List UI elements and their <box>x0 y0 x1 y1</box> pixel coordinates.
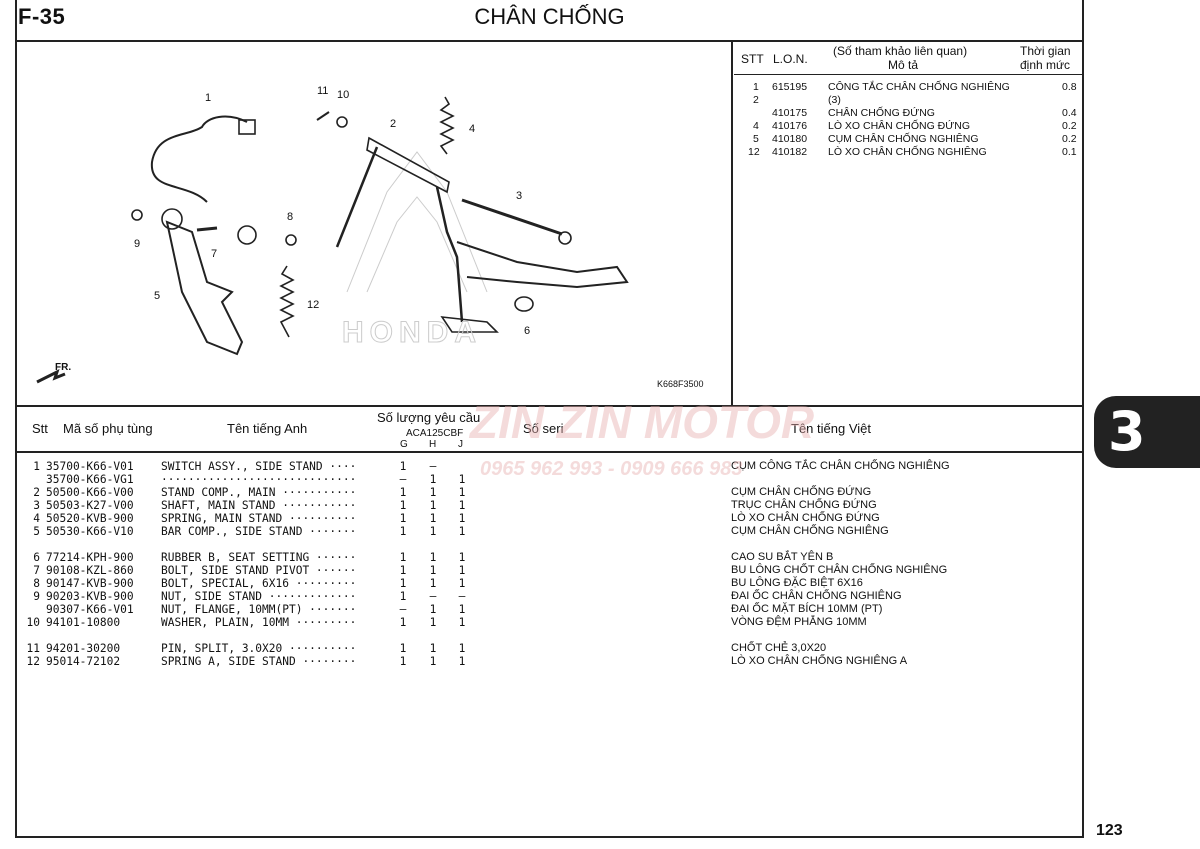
ref-head-ref: (Số tham khảo liên quan) <box>833 44 968 58</box>
honda-logo <box>346 151 488 293</box>
callout-6: 6 <box>524 325 530 337</box>
col-head-j: J <box>458 439 463 450</box>
exploded-diagram: 1 11 10 2 4 3 8 9 7 5 12 6 FR. K668F3500… <box>36 85 704 389</box>
ref-head-stt: STT <box>741 52 764 66</box>
page-title: CHÂN CHỐNG <box>474 4 625 29</box>
ref-head-time2: định mức <box>1020 58 1071 72</box>
section-tab: 3 <box>1094 396 1200 468</box>
ref-head-time1: Thời gian <box>1020 44 1071 58</box>
callout-11: 11 <box>317 85 328 97</box>
callout-5: 5 <box>154 290 160 302</box>
callout-4: 4 <box>469 123 475 135</box>
diagram-art <box>36 96 629 384</box>
page-frame <box>15 0 1084 838</box>
page-number: 123 <box>1096 822 1123 839</box>
honda-text: HONDA <box>342 316 482 349</box>
col-head-en: Tên tiếng Anh <box>227 421 308 436</box>
drawing-code: K668F3500 <box>657 379 704 389</box>
callout-1: 1 <box>205 92 211 104</box>
callout-2: 2 <box>390 118 396 130</box>
front-arrow-label: FR. <box>55 362 71 373</box>
callout-3: 3 <box>516 190 522 202</box>
col-head-serial: Số seri <box>523 421 564 436</box>
col-head-vi: Tên tiếng Việt <box>791 421 871 436</box>
table-head-divider <box>15 451 1084 453</box>
col-head-stt: Stt <box>32 421 48 436</box>
col-head-h: H <box>429 439 437 450</box>
ref-head-divider <box>734 74 1082 75</box>
section-code: F-35 <box>18 4 66 29</box>
callout-9: 9 <box>134 238 140 250</box>
diagram-divider <box>731 40 733 406</box>
table-row: 35700-K66-VG1···························… <box>46 473 466 486</box>
callout-7: 7 <box>211 248 217 260</box>
ref-head-lon: L.O.N. <box>773 52 808 66</box>
callout-8: 8 <box>287 211 293 223</box>
callout-12: 12 <box>307 299 319 311</box>
header-divider <box>15 40 1084 42</box>
table-top-divider <box>15 405 1084 407</box>
ref-head-desc: Mô tả <box>888 58 919 72</box>
col-head-part: Mã số phụ tùng <box>63 421 153 436</box>
col-head-qty: Số lượng yêu cầu <box>377 410 481 425</box>
col-head-g: G <box>400 439 408 450</box>
callout-10: 10 <box>337 89 349 101</box>
col-head-model: ACA125CBF <box>406 428 464 439</box>
